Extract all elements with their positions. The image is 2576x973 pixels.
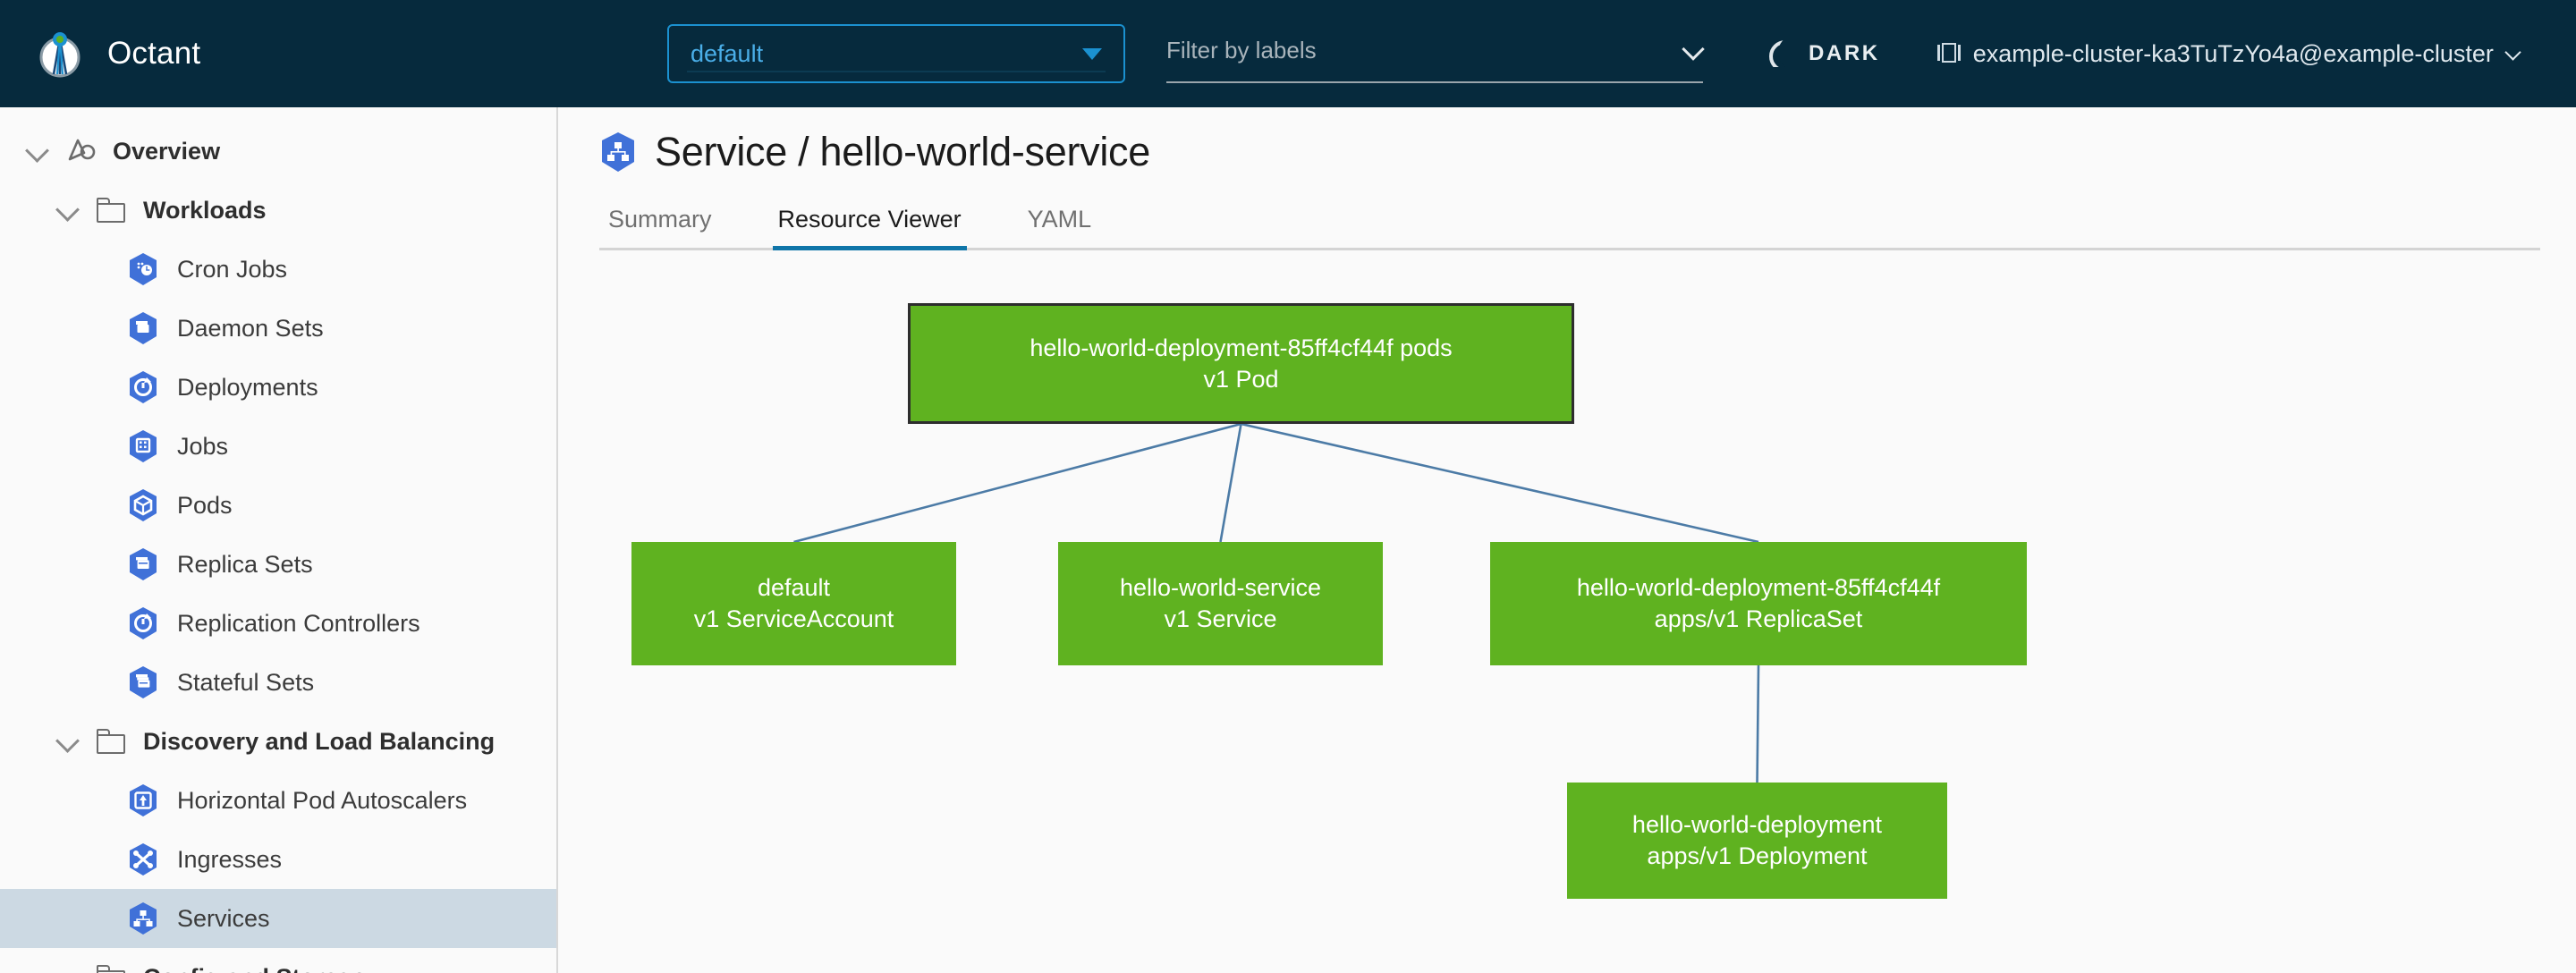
tab-summary[interactable]: Summary [608,206,712,233]
overview-icon [66,138,98,165]
k8s-pod-icon [127,488,159,522]
sidebar-item-horizontal-pod-autoscalers[interactable]: Horizontal Pod Autoscalers [0,771,556,830]
graph-edges [793,422,1760,783]
chevron-down-icon [1683,39,1703,59]
sidebar-item-label: Services [177,904,270,932]
graph-node-name: hello-world-deployment-85ff4cf44f [1576,574,1941,602]
sidebar-item-label: Replica Sets [177,550,313,578]
theme-toggle[interactable]: DARK [1769,40,1880,67]
cluster-name: example-cluster-ka3TuTzYo4a@example-clus… [1972,39,2494,67]
k8s-service-icon [599,131,637,173]
moon-icon [1769,40,1796,67]
page-header: Service / hello-world-service Summary Res… [558,107,2576,250]
k8s-job-icon [127,429,159,463]
k8s-deployment-icon [127,370,159,404]
sidebar-item-overview[interactable]: Overview [0,122,556,181]
label-filter-placeholder: Filter by labels [1166,36,1317,63]
folder-icon [97,198,127,223]
k8s-replicaset-icon [127,547,159,581]
tab-resource-viewer[interactable]: Resource Viewer [772,206,967,250]
sidebar-item-label: Cron Jobs [177,255,288,283]
chevron-down-icon [2506,47,2521,61]
k8s-service-icon [127,901,159,935]
label-filter[interactable]: Filter by labels [1166,24,1703,83]
content-area: Service / hello-world-service Summary Res… [558,107,2576,973]
tab-bar[interactable]: Summary Resource Viewer YAML [599,206,2540,250]
octant-logo-icon [34,28,86,80]
tab-yaml[interactable]: YAML [1027,206,1092,233]
k8s-cronjob-icon [127,252,159,286]
sidebar-item-label: Deployments [177,373,318,401]
k8s-hpa-icon [127,783,159,817]
sidebar-item-label: Workloads [143,196,267,224]
sidebar-item-label: Horizontal Pod Autoscalers [177,786,468,814]
page-title-row: Service / hello-world-service [599,129,2576,175]
sidebar-item-label: Replication Controllers [177,609,420,637]
chevron-down-icon[interactable] [55,965,80,973]
graph-node-name: hello-world-service [1119,574,1322,602]
sidebar-item-label: Config and Storage [143,964,366,973]
resource-viewer: hello-world-deployment-85ff4cf44f pods v1… [558,250,2576,973]
namespace-select[interactable]: default [667,24,1125,83]
resource-graph[interactable]: hello-world-deployment-85ff4cf44f pods v1… [558,250,2576,973]
graph-node-replicaset[interactable]: hello-world-deployment-85ff4cf44f apps/v1… [1490,542,2027,665]
chevron-down-icon[interactable] [55,198,80,223]
graph-node-service[interactable]: hello-world-service v1 Service [1058,542,1383,665]
sidebar-item-services[interactable]: Services [0,889,556,948]
sidebar-item-ingresses[interactable]: Ingresses [0,830,556,889]
sidebar-item-stateful-sets[interactable]: Stateful Sets [0,653,556,712]
top-bar: Octant default Filter by labels DARK exa… [0,0,2576,107]
graph-node-name: default [757,574,831,602]
namespace-underline [687,71,1106,72]
graph-node-name: hello-world-deployment-85ff4cf44f pods [1030,334,1453,361]
namespace-value: default [691,39,764,67]
folder-icon [97,729,127,754]
k8s-rc-icon [127,606,159,640]
graph-node-kind: v1 ServiceAccount [693,605,894,632]
chevron-down-icon[interactable] [55,729,80,754]
k8s-ingress-icon [127,842,159,876]
graph-node-name: hello-world-deployment [1631,811,1883,839]
sidebar-item-label: Stateful Sets [177,668,315,696]
graph-node-kind: v1 Pod [1203,365,1279,393]
theme-toggle-label: DARK [1809,41,1880,65]
sidebar-item-label: Ingresses [177,845,283,873]
graph-node-kind: apps/v1 ReplicaSet [1654,605,1863,632]
sidebar-item-jobs[interactable]: Jobs [0,417,556,476]
sidebar-item-label: Discovery and Load Balancing [143,727,496,755]
sidebar-item-cron-jobs[interactable]: Cron Jobs [0,240,556,299]
chevron-down-icon[interactable] [25,139,50,164]
sidebar-item-replica-sets[interactable]: Replica Sets [0,535,556,594]
sidebar-item-config-and-storage[interactable]: Config and Storage [0,948,556,973]
sidebar-item-label: Pods [177,491,233,519]
caret-down-icon [1082,47,1102,60]
sidebar-item-label: Jobs [177,432,229,460]
sidebar-item-replication-controllers[interactable]: Replication Controllers [0,594,556,653]
k8s-statefulset-icon [127,665,159,699]
brand[interactable]: Octant [0,28,553,80]
graph-node-kind: v1 Service [1164,605,1277,632]
sidebar-item-deployments[interactable]: Deployments [0,358,556,417]
sidebar-item-pods[interactable]: Pods [0,476,556,535]
page-title: Service / hello-world-service [655,129,1150,174]
sidebar-item-workloads[interactable]: Workloads [0,181,556,240]
folder-icon [97,965,127,973]
sidebar-item-daemon-sets[interactable]: Daemon Sets [0,299,556,358]
graph-node-deployment[interactable]: hello-world-deployment apps/v1 Deployment [1567,783,1947,899]
graph-node-pod[interactable]: hello-world-deployment-85ff4cf44f pods v1… [908,303,1574,424]
sidebar-item-discovery-and-load-balancing[interactable]: Discovery and Load Balancing [0,712,556,771]
graph-node-kind: apps/v1 Deployment [1647,842,1868,869]
k8s-daemonset-icon [127,311,159,345]
sidebar-item-label: Overview [113,137,221,165]
cluster-icon [1936,43,1961,64]
graph-node-sa[interactable]: default v1 ServiceAccount [631,542,956,665]
sidebar-item-label: Daemon Sets [177,314,324,342]
app-name: Octant [107,36,201,71]
cluster-selector[interactable]: example-cluster-ka3TuTzYo4a@example-clus… [1936,39,2521,68]
